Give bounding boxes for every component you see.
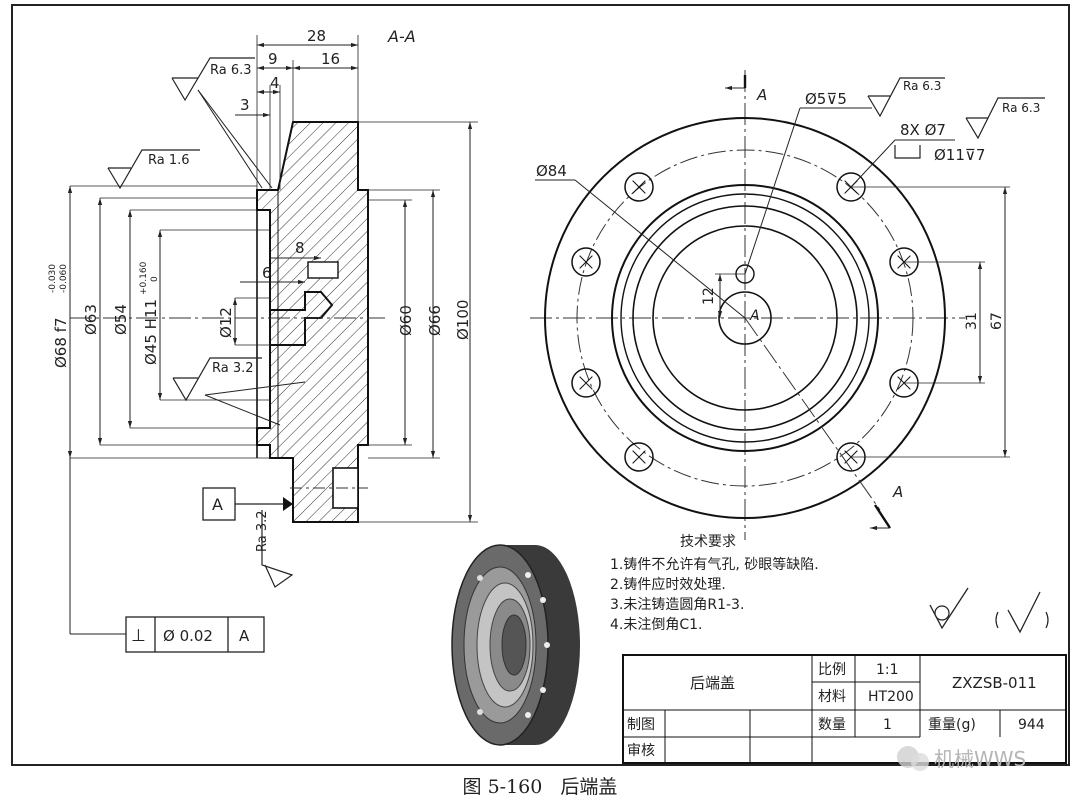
roughness-symbol-ra63-section: Ra 6.3 xyxy=(171,57,273,189)
small-hole-cut xyxy=(307,261,339,279)
svg-text:Ra 1.6: Ra 1.6 xyxy=(148,153,190,168)
holes-count-callout: 8X Ø7 xyxy=(900,121,946,139)
part-name: 后端盖 xyxy=(690,674,735,692)
section-hatched-body xyxy=(256,121,369,523)
watermark-text: 机械WWS xyxy=(934,747,1026,771)
roughness-symbol-front-2: Ra 6.3 xyxy=(965,97,1045,140)
isometric-part-illustration xyxy=(451,544,580,746)
bolt-pitch-circle xyxy=(576,149,914,487)
drawing-number: ZXZSB-011 xyxy=(952,674,1037,692)
checked-label: 审核 xyxy=(627,743,655,759)
tech-req-item: 4.未注倒角C1. xyxy=(610,617,703,633)
svg-text:Ra 3.2: Ra 3.2 xyxy=(255,510,270,552)
quantity-label: 数量 xyxy=(818,717,846,733)
tolerance-datum: A xyxy=(239,627,250,645)
small-hole-callout: Ø5⊽5 xyxy=(805,90,847,108)
tech-req-title: 技术要求 xyxy=(680,534,736,550)
counterbore-callout: Ø11⊽7 xyxy=(934,146,985,164)
section-mark-bottom: A xyxy=(892,483,903,501)
tech-req-item: 3.未注铸造圆角R1-3. xyxy=(610,597,744,613)
pitch-diameter-callout: Ø84 xyxy=(536,162,567,180)
general-roughness-symbol xyxy=(929,587,1049,634)
figure-caption: 图 5-160 后端盖 xyxy=(0,772,1080,799)
dim-d68: Ø68 f7 xyxy=(52,318,70,369)
dim-d60: Ø60 xyxy=(397,305,415,336)
counterbore-symbol xyxy=(894,145,921,159)
tech-req-item: 1.铸件不允许有气孔, 砂眼等缺陷. xyxy=(610,556,819,573)
bolt-hole xyxy=(624,442,654,472)
dim-d66: Ø66 xyxy=(426,305,444,336)
dim-d45-tol-upper: +0.160 xyxy=(139,261,149,295)
scale-value: 1:1 xyxy=(876,662,899,678)
dim-3: 3 xyxy=(240,96,250,114)
bolt-hole xyxy=(571,368,601,398)
dim-28: 28 xyxy=(307,27,326,45)
section-view-a-a: 28 9 16 4 3 A-A 8 6 Ø68 f7 -0.030 -0.060… xyxy=(48,27,478,653)
tolerance-frame: ⊥ Ø 0.02 A xyxy=(125,616,265,653)
roughness-symbol-ra32-inner: Ra 3.2 xyxy=(172,357,306,426)
drawn-label: 制图 xyxy=(627,717,655,733)
title-block: 后端盖 比例 1:1 材料 HT200 ZXZSB-011 制图 审核 数量 1… xyxy=(622,654,1067,764)
roughness-symbol-ra16: Ra 1.6 xyxy=(107,149,200,190)
scale-label: 比例 xyxy=(818,662,846,678)
flange-outer-circle xyxy=(544,117,946,519)
svg-text:Ra 6.3: Ra 6.3 xyxy=(1002,101,1040,115)
center-bore-circle xyxy=(718,291,772,345)
svg-text:Ra 6.3: Ra 6.3 xyxy=(210,63,252,78)
roughness-symbol-front-1: Ra 6.3 xyxy=(867,77,945,118)
dim-9: 9 xyxy=(268,50,278,68)
tolerance-value: Ø 0.02 xyxy=(163,627,213,645)
dim-16: 16 xyxy=(321,50,340,68)
dim-67-front: 67 xyxy=(989,312,1005,330)
watermark: 机械WWS xyxy=(897,746,1026,771)
front-view: A A A Ø5⊽5 Ra 6.3 Ra 6.3 8X Ø7 Ø11⊽7 Ø84… xyxy=(530,70,1045,540)
tech-req-item: 2.铸件应时效处理. xyxy=(610,576,726,593)
drawing-frame xyxy=(11,4,1070,766)
roughness-symbol-ra32-face: Ra 3.2 xyxy=(255,510,294,588)
quantity-value: 1 xyxy=(883,717,892,733)
material-label: 材料 xyxy=(818,689,846,705)
datum-label: A xyxy=(212,495,223,514)
section-mark-top: A xyxy=(756,86,767,104)
material-value: HT200 xyxy=(868,689,914,705)
weight-label: 重量(g) xyxy=(928,717,976,733)
dim-d100: Ø100 xyxy=(454,300,472,340)
dim-6: 6 xyxy=(262,264,272,282)
svg-text:Ra 6.3: Ra 6.3 xyxy=(903,79,941,93)
technical-requirements: 技术要求 1.铸件不允许有气孔, 砂眼等缺陷. 2.铸件应时效处理. 3.未注铸… xyxy=(610,534,819,633)
dim-d45-tol-lower: 0 xyxy=(150,276,160,282)
dim-d68-tol-lower: -0.060 xyxy=(59,264,69,293)
dim-d63: Ø63 xyxy=(82,304,100,335)
perpendicularity-symbol: ⊥ xyxy=(131,626,146,646)
bolt-hole xyxy=(624,172,654,202)
center-label: A xyxy=(749,308,760,324)
dim-d45: Ø45 H11 xyxy=(142,299,160,365)
dim-4: 4 xyxy=(270,74,280,92)
dim-d12: Ø12 xyxy=(217,307,235,338)
dim-d68-tol-upper: -0.030 xyxy=(48,264,58,293)
figure-title: 后端盖 xyxy=(560,776,618,798)
svg-text:Ra 3.2: Ra 3.2 xyxy=(212,361,254,376)
dim-31-front: 31 xyxy=(964,312,980,330)
section-label: A-A xyxy=(387,27,416,46)
weight-value: 944 xyxy=(1018,717,1045,733)
bolt-hole xyxy=(571,247,601,277)
dim-12-front: 12 xyxy=(701,287,717,305)
figure-number: 图 5-160 xyxy=(462,776,543,798)
dim-8: 8 xyxy=(295,239,305,257)
dim-d54: Ø54 xyxy=(112,304,130,335)
